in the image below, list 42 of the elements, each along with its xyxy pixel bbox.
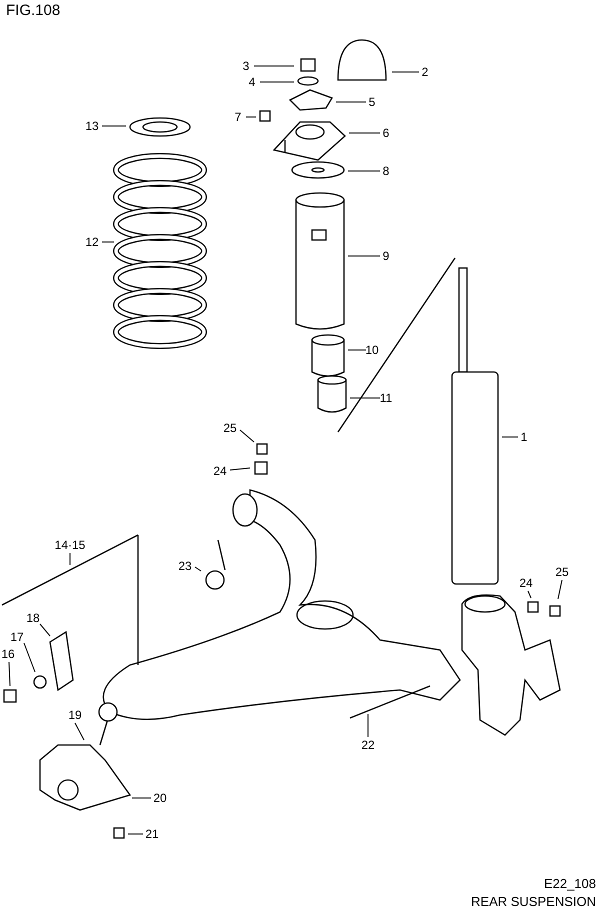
callout-number: 19 <box>68 708 82 722</box>
callout-number: 23 <box>178 559 192 573</box>
callout-number: 12 <box>85 235 99 249</box>
leader-line <box>502 436 518 438</box>
leader-line <box>24 642 36 672</box>
callout-number: 9 <box>382 249 390 263</box>
figure-number: FIG.108 <box>6 2 60 19</box>
leader-line <box>74 722 84 740</box>
caption-text: E22_108 <box>544 876 596 891</box>
callout-number: 5 <box>368 95 376 109</box>
callout-number: 1 <box>520 430 528 444</box>
leader-line <box>194 566 202 572</box>
callout-number: 2 <box>422 65 428 79</box>
leader-line <box>40 624 50 636</box>
callout-number: 6 <box>382 126 390 140</box>
callout-number: 13 <box>85 119 99 133</box>
callout-number: 18 <box>26 611 40 625</box>
callout-number: 25 <box>555 565 569 579</box>
callout-number: 8 <box>382 164 390 178</box>
callout-number: 10 <box>365 343 379 357</box>
leader-line <box>230 468 250 470</box>
callout-number: 24 <box>519 576 533 590</box>
callout-number: 24 <box>213 464 227 478</box>
callout-number: 14·15 <box>54 538 86 552</box>
callout-number: 22 <box>361 738 375 752</box>
leader-line <box>348 170 380 172</box>
callout-number: 11 <box>380 391 392 405</box>
callout-number: 20 <box>153 791 167 805</box>
leader-line <box>558 580 562 600</box>
callout-number: 25 <box>223 421 237 435</box>
callout-number: 16 <box>1 647 15 661</box>
callout-number: 7 <box>234 110 242 124</box>
leader-line <box>528 590 532 598</box>
leader-line <box>246 116 256 118</box>
leader-line <box>240 430 254 442</box>
callout-number: 3 <box>242 59 250 73</box>
caption-text: REAR SUSPENSION <box>471 894 596 909</box>
callout-number: 4 <box>248 75 256 89</box>
callout-number: 17 <box>10 630 24 644</box>
leader-line <box>8 662 10 686</box>
leader-line <box>348 132 380 134</box>
callout-number: 21 <box>145 827 159 841</box>
